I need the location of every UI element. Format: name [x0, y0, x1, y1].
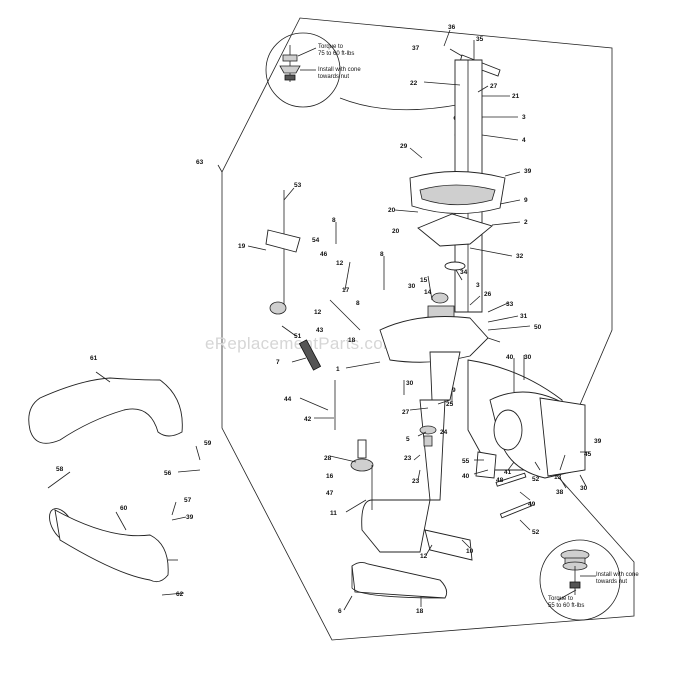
label-12b: 12: [314, 309, 322, 316]
label-39: 39: [524, 168, 532, 175]
label-11: 11: [330, 510, 337, 517]
crank-assembly: [265, 190, 374, 510]
label-24: 24: [440, 429, 448, 436]
label-50: 50: [534, 324, 542, 331]
label-16: 16: [326, 473, 334, 480]
label-33: 33: [506, 301, 514, 308]
label-40: 40: [506, 354, 514, 361]
label-1: 1: [336, 366, 340, 373]
label-28: 28: [324, 455, 332, 462]
label-35: 35: [476, 36, 484, 43]
label-30b: 30: [524, 354, 532, 361]
label-30d: 30: [580, 485, 588, 492]
label-38: 38: [556, 489, 564, 496]
label-5: 5: [406, 436, 410, 443]
leader-lines: [47, 29, 590, 611]
label-26: 26: [484, 291, 492, 298]
label-3: 3: [522, 114, 526, 121]
label-6: 6: [338, 608, 342, 615]
label-30c: 30: [406, 380, 414, 387]
label-57: 57: [184, 497, 192, 504]
label-27: 27: [490, 83, 498, 90]
label-12: 12: [336, 260, 344, 267]
label-43: 43: [316, 327, 324, 334]
label-39c: 39: [186, 514, 194, 521]
label-39b: 39: [594, 438, 602, 445]
label-18: 18: [348, 337, 356, 344]
label-46: 46: [320, 251, 328, 258]
label-9b: 9: [452, 387, 456, 394]
label-23b: 23: [412, 478, 420, 485]
main-housing: [351, 316, 586, 599]
label-45: 45: [584, 451, 592, 458]
label-62: 62: [176, 591, 184, 598]
assembly-boundary: [221, 17, 635, 641]
label-42: 42: [304, 416, 312, 423]
label-27b: 27: [402, 409, 410, 416]
side-parts: [475, 451, 533, 519]
label-60: 60: [120, 505, 128, 512]
label-22: 22: [410, 80, 418, 87]
label-36: 36: [448, 24, 456, 31]
label-20: 20: [388, 207, 396, 214]
label-30: 30: [408, 283, 416, 290]
label-40b: 40: [462, 473, 470, 480]
label-14: 14: [424, 289, 432, 296]
label-54: 54: [312, 237, 320, 244]
label-61: 61: [90, 355, 98, 362]
label-20b: 20: [392, 228, 400, 235]
label-15: 15: [420, 277, 428, 284]
label-8b: 8: [380, 251, 384, 258]
label-4: 4: [522, 137, 526, 144]
label-58: 58: [56, 466, 64, 473]
label-9: 9: [524, 197, 528, 204]
label-41: 41: [504, 469, 512, 476]
label-31: 31: [520, 313, 528, 320]
label-2: 2: [524, 219, 528, 226]
label-37: 37: [412, 45, 420, 52]
label-48: 48: [496, 477, 504, 484]
label-55: 55: [462, 458, 470, 465]
label-53: 53: [294, 182, 302, 189]
label-10: 10: [466, 548, 474, 555]
label-34: 34: [460, 269, 468, 276]
label-63: 63: [196, 159, 204, 166]
label-59: 59: [204, 440, 212, 447]
label-13: 13: [554, 474, 562, 481]
label-8c: 8: [356, 300, 360, 307]
label-47: 47: [326, 490, 334, 497]
label-8: 8: [332, 217, 336, 224]
label-17: 17: [342, 287, 350, 294]
chute-hose-lower: [49, 508, 178, 583]
label-52: 52: [532, 476, 540, 483]
part-labels: 36 35 37 22 27 21 3 4 29 39 63 53 9 20 2…: [56, 24, 602, 615]
label-21: 21: [512, 93, 520, 100]
label-23: 23: [404, 455, 412, 462]
label-56: 56: [164, 470, 172, 477]
label-7: 7: [276, 359, 280, 366]
label-3b: 3: [476, 282, 480, 289]
label-29: 29: [400, 143, 408, 150]
chute-hose-upper: [28, 377, 183, 444]
label-44: 44: [284, 396, 292, 403]
label-49: 49: [528, 501, 536, 508]
label-18b: 18: [416, 608, 424, 615]
label-19: 19: [238, 243, 246, 250]
label-52b: 52: [532, 529, 540, 536]
label-51: 51: [294, 333, 302, 340]
label-32: 32: [516, 253, 524, 260]
label-12c: 12: [420, 553, 428, 560]
label-25: 25: [446, 401, 454, 408]
